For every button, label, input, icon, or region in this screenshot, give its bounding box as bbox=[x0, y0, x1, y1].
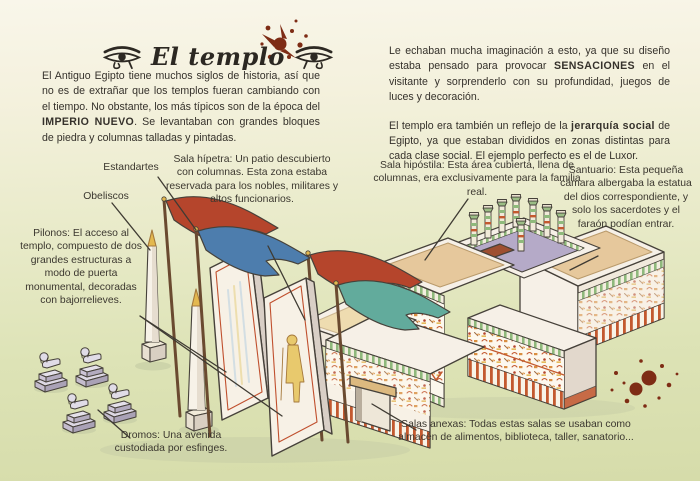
leader-estandartes bbox=[157, 176, 197, 231]
leader-sala-hipostila bbox=[424, 198, 469, 261]
page-title: El templo bbox=[151, 42, 285, 71]
leader-santuario bbox=[569, 255, 599, 271]
leader-salas-anexas bbox=[371, 403, 417, 431]
flag-banners-front bbox=[161, 196, 311, 438]
pharaoh-relief bbox=[280, 334, 305, 403]
eye-of-horus-icon-right bbox=[294, 46, 334, 70]
label-pilonos: Pilonos: El acceso al templo, compuesto … bbox=[20, 228, 142, 307]
annex-rooms bbox=[467, 304, 597, 410]
intro-column-right: Le echaban mucha imaginación a esto, ya … bbox=[389, 44, 670, 165]
intro-paragraph-left: El Antiguo Egipto tiene muchos siglos de… bbox=[42, 69, 320, 146]
ink-splatter-top bbox=[260, 19, 308, 60]
paragraph: El templo era también un reflejo de la j… bbox=[389, 119, 670, 163]
leader-lines bbox=[97, 176, 599, 439]
pylon-towers bbox=[209, 247, 333, 457]
gatehouse-wall bbox=[325, 312, 485, 449]
ink-splatter-bottom bbox=[610, 359, 679, 408]
paragraph: El Antiguo Egipto tiene muchos siglos de… bbox=[42, 70, 320, 144]
label-sala-hipetra: Sala hípetra: Un patio descubierto con c… bbox=[165, 154, 339, 206]
label-obeliscos: Obeliscos bbox=[83, 191, 129, 202]
sanctuary-roof bbox=[519, 225, 665, 353]
leader-obeliscos bbox=[111, 202, 151, 251]
sphinx-avenue bbox=[33, 347, 138, 435]
label-estandartes: Estandartes bbox=[103, 162, 159, 173]
leader-pilonos-2 bbox=[139, 315, 283, 417]
leader-dromos bbox=[97, 409, 131, 439]
eye-of-horus-icon-left bbox=[102, 46, 142, 70]
leader-sala-hipetra bbox=[267, 245, 306, 321]
label-santuario: Santuario: Esta pequeña cámara albergaba… bbox=[560, 165, 692, 230]
page-header: El templo bbox=[102, 42, 334, 71]
paragraph: Le echaban mucha imaginación a esto, ya … bbox=[389, 45, 670, 104]
label-dromos: Dromos: Una avenida custodiada por esfin… bbox=[114, 430, 228, 455]
label-salas-anexas: Salas anexas: Todas estas salas se usaba… bbox=[398, 419, 634, 444]
obelisks bbox=[141, 229, 213, 432]
label-sala-hipostila: Sala hipóstila: Esta área cubierta, llen… bbox=[373, 160, 581, 198]
